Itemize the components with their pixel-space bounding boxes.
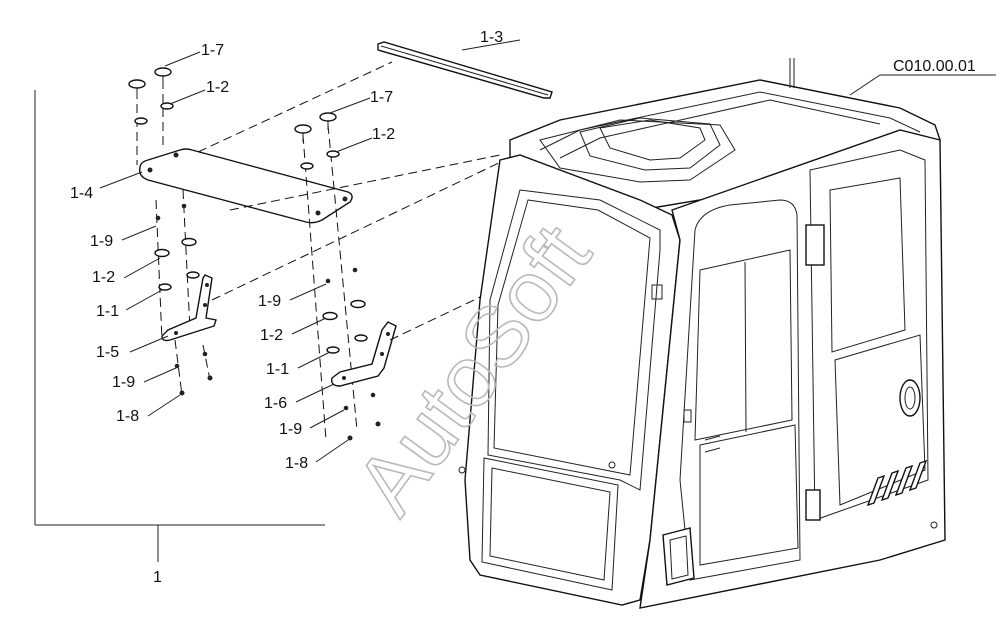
label-1-2-left-top[interactable]: 1-2 <box>206 79 229 96</box>
label-1-2-right-top[interactable]: 1-2 <box>372 126 395 143</box>
cover-plate-1-4[interactable] <box>138 148 353 224</box>
label-assembly-ref[interactable]: C010.00.01 <box>893 58 976 75</box>
label-1-8-left[interactable]: 1-8 <box>116 408 139 425</box>
side-vents <box>866 459 928 507</box>
bolt-1-7-right-b[interactable] <box>319 112 337 130</box>
label-1-7-right[interactable]: 1-7 <box>370 89 393 106</box>
bracket-1-6[interactable] <box>330 321 397 387</box>
part-labels: 1-7 1-2 1-3 1-7 1-2 1-4 1-9 1-2 1-1 1-5 … <box>70 29 976 586</box>
label-1-1-right[interactable]: 1-1 <box>266 361 289 378</box>
label-1-2-right-mid[interactable]: 1-2 <box>260 327 283 344</box>
operator-cab <box>458 58 946 609</box>
label-1-6[interactable]: 1-6 <box>264 395 287 412</box>
label-assembly-number[interactable]: 1 <box>153 569 162 586</box>
label-1-3[interactable]: 1-3 <box>480 29 503 46</box>
assembly-bracket <box>34 90 325 562</box>
bracket-1-5[interactable] <box>161 274 217 342</box>
label-1-7-left[interactable]: 1-7 <box>201 42 224 59</box>
label-1-5[interactable]: 1-5 <box>96 344 119 361</box>
label-1-8-right[interactable]: 1-8 <box>285 455 308 472</box>
leader-lines <box>99 39 996 463</box>
label-1-9-right-a[interactable]: 1-9 <box>258 293 281 310</box>
bolt-1-7-left-b[interactable] <box>154 67 172 86</box>
bolt-1-7-right-a[interactable] <box>294 124 312 142</box>
label-1-2-left-mid[interactable]: 1-2 <box>92 269 115 286</box>
right-fastener-stack <box>294 112 381 441</box>
seal-strip-1-3[interactable] <box>377 41 553 99</box>
bolt-1-7-left-a[interactable] <box>128 79 146 98</box>
label-1-9-left-a[interactable]: 1-9 <box>90 233 113 250</box>
label-1-9-right-b[interactable]: 1-9 <box>279 421 302 438</box>
label-1-1-left[interactable]: 1-1 <box>96 303 119 320</box>
left-fastener-stack <box>128 67 213 396</box>
label-1-9-left-b[interactable]: 1-9 <box>112 374 135 391</box>
label-1-4[interactable]: 1-4 <box>70 185 93 202</box>
